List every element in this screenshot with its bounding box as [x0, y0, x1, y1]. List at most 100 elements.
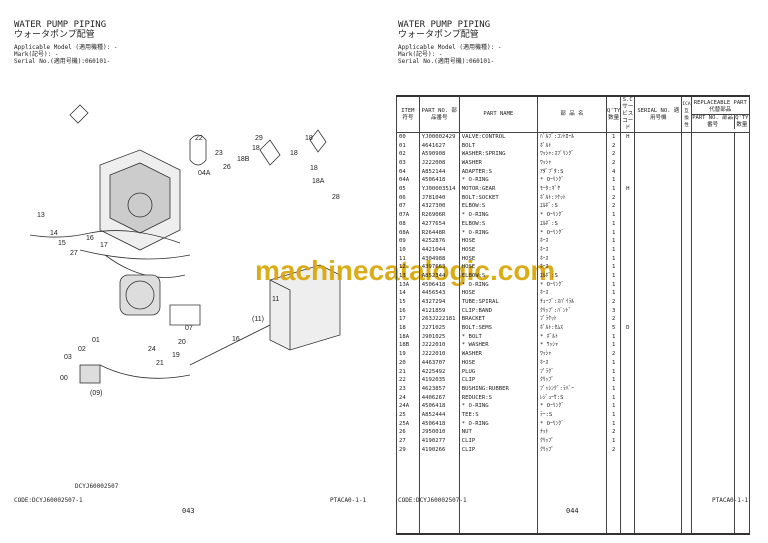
filler-cell [396, 454, 420, 536]
cell-part-no: 4623857 [418, 384, 460, 394]
cell-rep-qty [734, 271, 750, 281]
cell-item: 08A [396, 228, 420, 238]
left-mark: Mark(記号): - [14, 51, 59, 58]
cell-qty: 1 [606, 410, 622, 420]
cell-sc [620, 393, 636, 403]
cell-ica [681, 132, 692, 142]
callout: 20 [178, 339, 186, 346]
cell-item: 10 [396, 245, 420, 255]
cell-qty: 2 [606, 158, 622, 168]
cell-rep-qty [734, 228, 750, 238]
cell-sc [620, 280, 636, 290]
cell-jp-name: ﾃｰ:S [536, 410, 608, 420]
cell-jp-name: ｴﾙﾎﾞ:S [536, 202, 608, 212]
cell-part-no: J222010 [418, 350, 460, 359]
cell-serial [634, 245, 683, 255]
cell-rep-part-no [690, 350, 736, 359]
cell-rep-qty [734, 436, 750, 446]
cell-item: 12 [396, 263, 420, 272]
cell-jp-name: ﾎｰｽ [536, 254, 608, 264]
cell-item: 00 [396, 132, 420, 142]
cell-part-name: TUBE:SPIRAL [458, 297, 538, 307]
cell-sc [620, 202, 636, 212]
cell-ica [681, 289, 692, 298]
callout: 21 [156, 360, 164, 367]
cell-sc [620, 350, 636, 359]
filler-cell [690, 454, 736, 536]
cell-item: 04 [396, 167, 420, 177]
cell-jp-name: ﾎﾞﾙﾄ:ｾﾑｽ [536, 324, 608, 333]
cell-rep-part-no [690, 150, 736, 159]
callout: 26 [223, 164, 231, 171]
filler-cell [620, 454, 636, 536]
cell-part-no: 4463707 [418, 358, 460, 368]
cell-qty: 2 [606, 202, 622, 212]
cell-ica [681, 185, 692, 194]
cell-rep-qty [734, 410, 750, 420]
cell-sc [620, 263, 636, 272]
cell-qty: 1 [606, 271, 622, 281]
cell-sc [620, 341, 636, 351]
header-sc: S.C サービス コード [620, 95, 636, 133]
cell-item: 18A [396, 332, 420, 342]
callout: 16 [86, 235, 94, 242]
cell-serial [634, 445, 683, 455]
cell-serial [634, 263, 683, 272]
cell-serial [634, 176, 683, 186]
cell-item: 24 [396, 393, 420, 403]
cell-jp-name: ﾌﾟﾗｸﾞ [536, 367, 608, 377]
cell-sc [620, 237, 636, 246]
cell-part-no: J901025 [418, 332, 460, 342]
callout: 07 [185, 325, 193, 332]
cell-jp-name: * ﾜｯｼｬ [536, 341, 608, 351]
cell-qty: 1 [606, 402, 622, 411]
cell-part-no: 4225492 [418, 367, 460, 377]
cell-part-name: BRACKET [458, 315, 538, 325]
cell-rep-qty [734, 289, 750, 298]
cell-qty: 1 [606, 384, 622, 394]
cell-sc [620, 358, 636, 368]
cell-serial [634, 358, 683, 368]
cell-sc [620, 254, 636, 264]
cell-rep-qty [734, 158, 750, 168]
callout: 28 [332, 194, 340, 201]
cell-rep-qty [734, 176, 750, 186]
cell-part-no: 263J222181 [418, 315, 460, 325]
cell-sc [620, 315, 636, 325]
cell-rep-part-no [690, 237, 736, 246]
cell-item: 24A [396, 402, 420, 411]
cell-qty: 2 [606, 141, 622, 151]
cell-qty: 1 [606, 263, 622, 272]
cell-ica [681, 219, 692, 229]
cell-rep-qty [734, 315, 750, 325]
cell-jp-name: * Oｰﾘﾝｸﾞ [536, 419, 608, 429]
right-title-en: WATER PUMP PIPING [398, 20, 491, 30]
cell-rep-qty [734, 141, 750, 151]
cell-part-name: CLIP [458, 376, 538, 385]
cell-item: 22 [396, 376, 420, 385]
diagram-code: DCYJ60002507 [75, 483, 119, 490]
cell-ica [681, 315, 692, 325]
callout: 04A [198, 170, 211, 177]
cell-rep-part-no [690, 436, 736, 446]
cell-sc [620, 150, 636, 159]
left-title-en: WATER PUMP PIPING [14, 20, 107, 30]
cell-sc [620, 158, 636, 168]
cell-ica [681, 271, 692, 281]
cell-qty: 1 [606, 219, 622, 229]
cell-serial [634, 158, 683, 168]
cell-jp-name: ﾌﾞﾗｹｯﾄ [536, 315, 608, 325]
cell-serial [634, 228, 683, 238]
cell-rep-part-no [690, 419, 736, 429]
cell-ica [681, 402, 692, 411]
cell-item: 06 [396, 193, 420, 203]
cell-qty: 1 [606, 341, 622, 351]
cell-sc [620, 228, 636, 238]
cell-rep-part-no [690, 358, 736, 368]
